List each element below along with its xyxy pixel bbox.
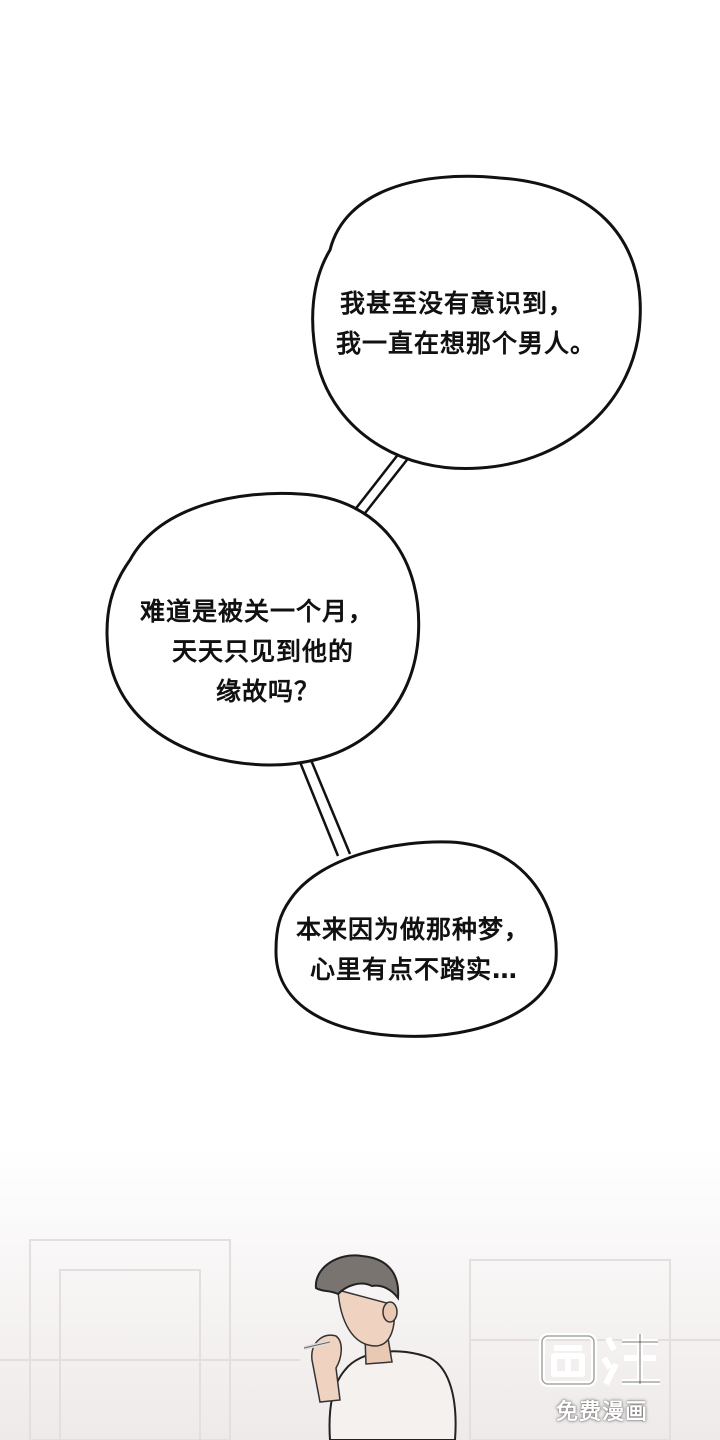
bubble-2-line-3: 缘故吗？: [216, 677, 321, 706]
bubble-3-text: 本来因为做那种梦， 心里有点不踏实…: [296, 910, 530, 990]
bubble-connector-1: [349, 451, 411, 523]
speech-bubble-2: [105, 491, 421, 767]
watermark-caption: 免费漫画: [555, 1400, 648, 1425]
speech-bubble-1: [311, 174, 642, 471]
watermark: 免费漫画: [536, 1328, 666, 1428]
bubble-2-line-2: 天天只见到他的: [172, 637, 355, 666]
bubble-connector-2: [298, 759, 352, 857]
bubble-3-line-1: 本来因为做那种梦，: [296, 915, 531, 944]
character-figure: [303, 1254, 457, 1440]
watermark-logo: [539, 1333, 660, 1387]
bubble-2-line-1: 难道是被关一个月，: [140, 597, 375, 626]
speech-bubble-3: [274, 840, 558, 1038]
bubble-3-line-2: 心里有点不踏实…: [310, 955, 519, 984]
bubble-1-line-1: 我甚至没有意识到，: [340, 289, 575, 318]
bubble-2-text: 难道是被关一个月， 天天只见到他的 缘故吗？: [140, 592, 374, 712]
bubble-1-text: 我甚至没有意识到， 我一直在想那个男人。: [336, 284, 596, 364]
bubble-1-line-2: 我一直在想那个男人。: [336, 329, 597, 358]
